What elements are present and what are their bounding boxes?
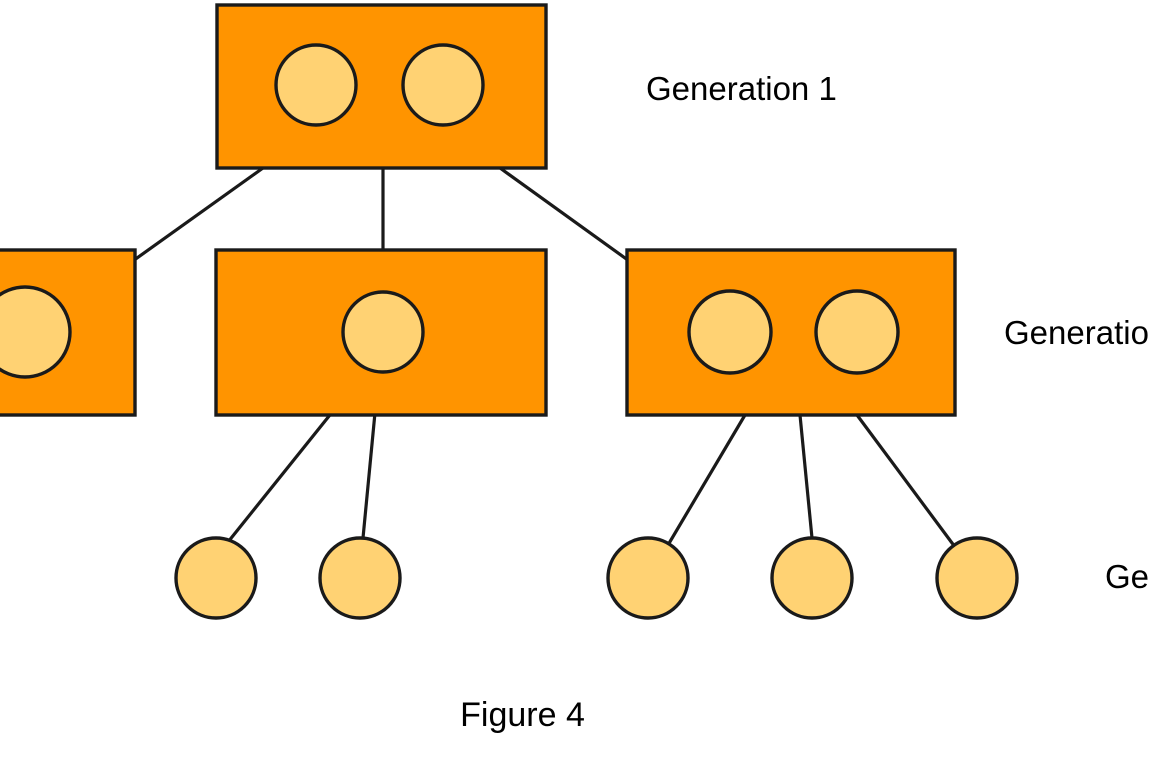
generation-2-label: Generatio bbox=[1004, 314, 1149, 351]
individual-circle bbox=[174, 536, 258, 620]
individual-circle bbox=[687, 289, 773, 375]
generation-box bbox=[625, 248, 957, 417]
figure-caption: Figure 4 bbox=[460, 696, 585, 734]
connector-line bbox=[855, 414, 957, 548]
individual-circle bbox=[274, 43, 358, 127]
individual-circle bbox=[606, 536, 690, 620]
individual-circle bbox=[935, 536, 1019, 620]
individual-circle bbox=[318, 536, 402, 620]
individual-circle bbox=[0, 285, 72, 379]
individual-circle bbox=[401, 43, 485, 127]
individual-circle bbox=[770, 536, 854, 620]
generation-1-label: Generation 1 bbox=[646, 70, 837, 107]
generation-3-label: Ge bbox=[1105, 558, 1150, 595]
connector-line bbox=[798, 414, 814, 539]
individual-circles-group bbox=[0, 43, 1019, 620]
individual-circle bbox=[814, 289, 900, 375]
generation-box bbox=[215, 3, 548, 170]
individual-circle bbox=[341, 290, 425, 374]
connector-line bbox=[666, 414, 747, 546]
